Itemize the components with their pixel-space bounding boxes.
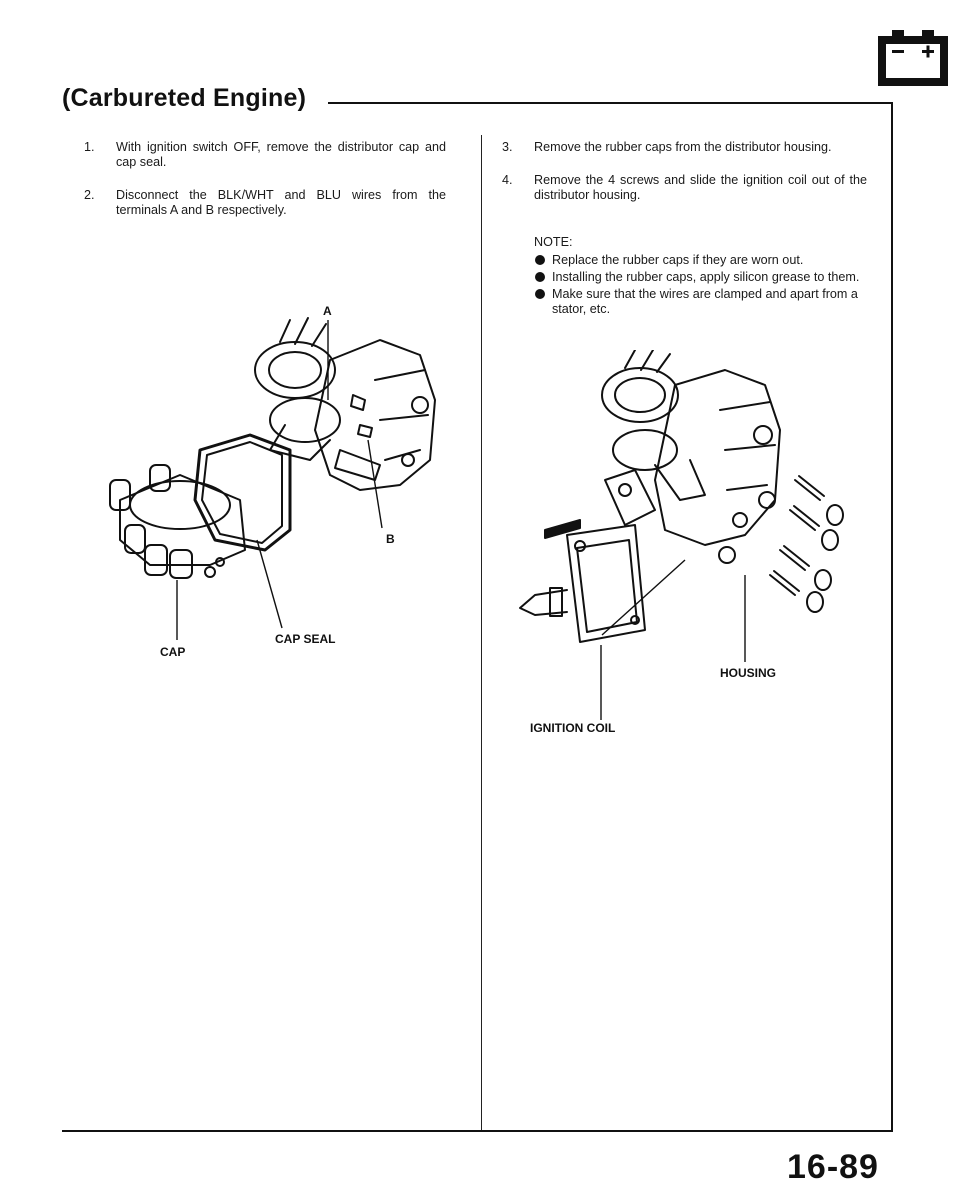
note-block: NOTE: Replace the rubber caps if they ar… bbox=[534, 235, 867, 317]
step-number: 2. bbox=[84, 188, 95, 202]
step-number: 1. bbox=[84, 140, 95, 154]
step-1: 1. With ignition switch OFF, remove the … bbox=[84, 140, 446, 170]
battery-icon bbox=[878, 30, 948, 86]
right-frame-line bbox=[891, 102, 893, 1132]
page-title: (Carbureted Engine) bbox=[62, 84, 307, 112]
distributor-cap-diagram: A B CAP CAP SEAL bbox=[90, 300, 470, 680]
page-number: 16-89 bbox=[787, 1148, 879, 1186]
step-number: 4. bbox=[502, 173, 513, 187]
ignition-coil-diagram: HOUSING IGNITION COIL bbox=[505, 349, 880, 740]
distributor-cap-illustration bbox=[109, 317, 436, 640]
step-4: 4. Remove the 4 screws and slide the ign… bbox=[502, 173, 867, 203]
note-item: Installing the rubber caps, apply silico… bbox=[534, 270, 867, 285]
note-text: Installing the rubber caps, apply silico… bbox=[552, 270, 860, 284]
bullet-icon bbox=[534, 253, 552, 268]
step-text: Remove the rubber caps from the distribu… bbox=[534, 140, 832, 154]
step-number: 3. bbox=[502, 140, 513, 154]
left-steps: 1. With ignition switch OFF, remove the … bbox=[84, 140, 446, 218]
bottom-rule bbox=[62, 1130, 893, 1132]
bullet-icon bbox=[534, 270, 552, 285]
label-b: B bbox=[386, 532, 395, 546]
step-2: 2. Disconnect the BLK/WHT and BLU wires … bbox=[84, 188, 446, 218]
label-cap: CAP bbox=[160, 645, 186, 659]
ignition-coil-illustration bbox=[519, 349, 844, 720]
label-housing: HOUSING bbox=[720, 666, 777, 680]
right-steps: 3. Remove the rubber caps from the distr… bbox=[502, 140, 867, 203]
label-ignition-coil: IGNITION COIL bbox=[530, 721, 616, 735]
label-cap-seal: CAP SEAL bbox=[275, 632, 336, 646]
column-divider bbox=[481, 135, 482, 1130]
note-item: Replace the rubber caps if they are worn… bbox=[534, 253, 867, 268]
step-text: With ignition switch OFF, remove the dis… bbox=[116, 140, 446, 169]
note-text: Make sure that the wires are clamped and… bbox=[552, 287, 858, 316]
step-3: 3. Remove the rubber caps from the distr… bbox=[502, 140, 867, 155]
note-label: NOTE: bbox=[534, 235, 573, 249]
step-text: Disconnect the BLK/WHT and BLU wires fro… bbox=[116, 188, 446, 217]
label-a: A bbox=[323, 304, 332, 318]
note-item: Make sure that the wires are clamped and… bbox=[534, 287, 867, 317]
step-text: Remove the 4 screws and slide the igniti… bbox=[534, 173, 867, 202]
title-rule bbox=[328, 102, 893, 104]
bullet-icon bbox=[534, 287, 552, 317]
note-text: Replace the rubber caps if they are worn… bbox=[552, 253, 804, 267]
